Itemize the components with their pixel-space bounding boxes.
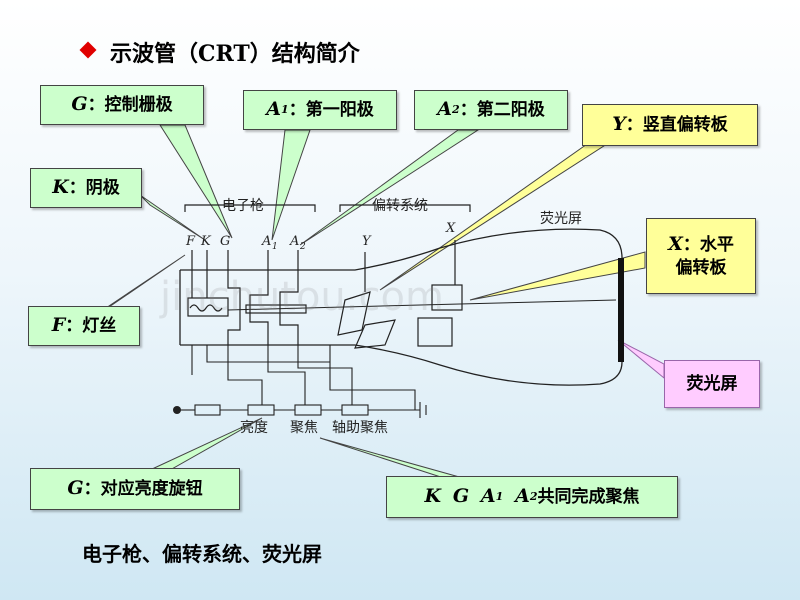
callout-letter: A xyxy=(480,485,496,508)
callout-letter: A xyxy=(266,98,282,121)
callout-letter: G xyxy=(452,485,470,508)
callout-cathode: K：阴极 xyxy=(30,168,142,208)
x-letter: X xyxy=(445,221,456,236)
a1-sub: 1 xyxy=(272,242,278,252)
callout-letter: K xyxy=(424,485,441,508)
callout-sub: 1 xyxy=(281,102,289,116)
kga-pointer xyxy=(319,437,471,481)
callout-sub: 1 xyxy=(495,489,504,503)
callout-text: 阴极 xyxy=(85,177,120,198)
callout-letter: G xyxy=(71,93,88,116)
watermark: jinchutou.com xyxy=(159,274,444,320)
callout-letter: X xyxy=(668,232,683,255)
gun-bracket xyxy=(184,204,316,212)
callout-sub: 2 xyxy=(452,102,460,116)
g-grid-pointer xyxy=(159,124,233,239)
callout-text-line2: 偏转板 xyxy=(675,258,727,279)
f-letter: F xyxy=(185,234,196,249)
a2-pointer xyxy=(299,129,480,246)
screen-plate xyxy=(618,258,624,362)
callout-letter: Y xyxy=(612,113,626,136)
electron-beam xyxy=(227,299,617,311)
callout-text: 竖直偏转板 xyxy=(642,114,728,135)
callout-brightness-knob: G：对应亮度旋钮 xyxy=(30,468,240,510)
callout-filament: F：灯丝 xyxy=(28,306,140,346)
callout-letter: G xyxy=(67,477,84,500)
footer-summary: 电子枪、偏转系统、荧光屏 xyxy=(82,542,322,566)
callout-letter: F xyxy=(51,314,66,337)
aux-focus-label: 轴助聚焦 xyxy=(332,420,388,436)
deflect-label: 偏转系统 xyxy=(372,198,428,214)
k-letter: K xyxy=(200,234,212,249)
callout-text: 控制栅极 xyxy=(104,94,173,115)
k-pointer xyxy=(139,194,206,241)
a1-pointer xyxy=(271,129,311,241)
page-title: 示波管（CRT）结构简介 xyxy=(110,41,360,67)
callout-text: 荧光屏 xyxy=(686,373,738,394)
screen-pointer xyxy=(617,339,665,380)
callout-screen: 荧光屏 xyxy=(664,360,760,408)
callout-letter: A xyxy=(437,98,453,121)
callout-text: 第二阳极 xyxy=(476,99,545,120)
callout-x-plate: X：水平 偏转板 xyxy=(646,218,756,294)
focus-label: 聚焦 xyxy=(290,420,318,436)
callout-text: 共同完成聚焦 xyxy=(537,486,640,507)
callout-y-plate: Y：竖直偏转板 xyxy=(582,104,758,146)
filament-coil xyxy=(189,304,223,312)
callout-text: 第一阳极 xyxy=(305,99,374,120)
callout-letter: K xyxy=(52,176,69,199)
callout-text: 水平 xyxy=(699,234,734,255)
a2-sub: 2 xyxy=(299,242,306,252)
filament-box xyxy=(187,297,229,317)
wiring xyxy=(180,345,427,418)
y-letter: Y xyxy=(362,234,372,249)
callout-control-grid: G：控制栅极 xyxy=(40,85,204,125)
callout-text: 灯丝 xyxy=(82,315,117,336)
callout-text: 对应亮度旋钮 xyxy=(100,478,203,499)
screen-label: 荧光屏 xyxy=(540,210,582,227)
a1-letter: A xyxy=(261,234,271,249)
crt-tube xyxy=(179,228,623,386)
callout-letter: A xyxy=(515,485,530,508)
x-plate-pointer xyxy=(469,251,646,301)
callout-sub: 2 xyxy=(529,489,538,503)
terminal-dot xyxy=(173,406,181,414)
deflect-bracket xyxy=(339,204,471,212)
brightness-label: 亮度 xyxy=(240,419,268,436)
g-letter: G xyxy=(220,234,230,249)
a2-letter: A xyxy=(289,234,299,249)
gun-label: 电子枪 xyxy=(222,197,264,214)
